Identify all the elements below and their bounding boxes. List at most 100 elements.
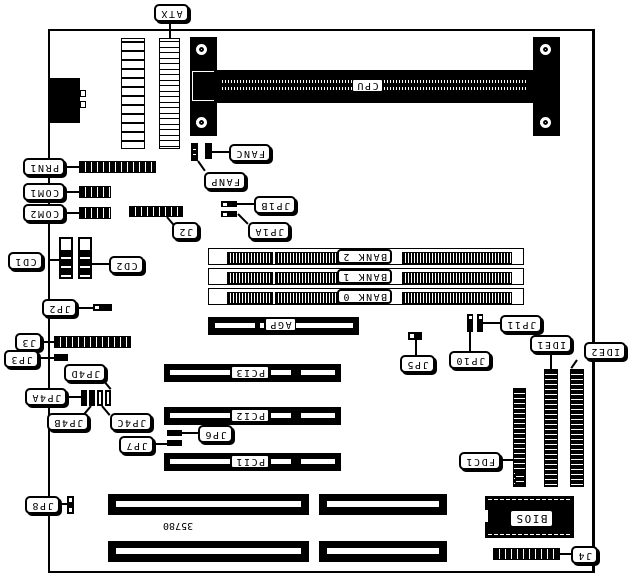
jp7-label: JP7 <box>119 436 154 454</box>
com1-label-text: COM1 <box>29 187 60 198</box>
jp11-label-text: JP11 <box>506 319 537 330</box>
jp7-jumper <box>167 440 182 446</box>
j4-header <box>493 548 560 560</box>
jp2-label-text: JP2 <box>48 303 71 314</box>
fdc1-label-text: FDC1 <box>465 456 496 467</box>
jp4a-label-text: JP4A <box>31 392 62 403</box>
cpu-screw-icon <box>540 117 551 128</box>
isa-slot <box>319 541 447 562</box>
bank1-label-text: BANK 1 <box>342 271 388 282</box>
cpu-screw-icon <box>196 117 207 128</box>
jp1a-leader <box>237 213 249 225</box>
cd2-leader <box>92 263 110 265</box>
agp-label: AGP <box>265 318 296 331</box>
jp5-leader <box>415 340 417 356</box>
jp4a-jumper <box>81 390 87 406</box>
fanp-label-text: FANP <box>210 176 241 187</box>
pci3-label: PCI3 <box>231 366 270 379</box>
prn1-leader <box>64 166 80 168</box>
jp4d-leader <box>102 379 112 390</box>
cpu-label-text: CPU <box>356 80 379 91</box>
jp1b-jumper <box>221 201 237 207</box>
jp2-label: JP2 <box>42 299 77 317</box>
jp4d-label: JP4D <box>64 364 107 382</box>
jp4b-jumper <box>89 390 95 406</box>
bios-chip-pins-bottom <box>488 534 571 535</box>
jp8-label: JP8 <box>25 496 60 514</box>
prn1-label: PRN1 <box>23 158 66 176</box>
cd2-connector <box>78 237 92 279</box>
bank1-label: BANK 1 <box>337 269 393 284</box>
cpu-screw-icon <box>540 44 551 55</box>
jp10-leader <box>469 332 471 352</box>
jp4a-leader <box>62 396 82 398</box>
isa-slot <box>108 494 309 515</box>
jp10-label: JP10 <box>449 351 492 369</box>
ide2-leader <box>570 359 578 369</box>
isa-slot <box>319 494 447 515</box>
cpu-screw-icon <box>196 44 207 55</box>
com1-label: COM1 <box>23 183 66 201</box>
jp4d-label-text: JP4D <box>70 368 101 379</box>
board-outline-top <box>48 29 294 31</box>
bios-chip-pins-top <box>488 499 571 500</box>
keyboard-connector <box>50 78 80 123</box>
cd1-leader <box>48 259 60 261</box>
jp6-label: JP6 <box>198 425 233 443</box>
ide2-label-text: IDE2 <box>590 346 621 357</box>
fanp-leader <box>197 160 206 172</box>
ide1-leader <box>550 355 552 370</box>
bios-label: BIOS <box>511 511 552 526</box>
board-outline-top-right <box>190 29 594 31</box>
j3-label: J3 <box>15 333 43 351</box>
prn1-label-text: PRN1 <box>29 162 60 173</box>
header-small <box>515 471 525 486</box>
bank0-label-text: BANK 0 <box>342 291 388 302</box>
pci2-label-text: PCI2 <box>235 410 266 421</box>
jp1b-label-text: JP1B <box>260 200 291 211</box>
pci3-label-text: PCI3 <box>235 367 266 378</box>
com1-header <box>79 186 111 198</box>
com2-label: COM2 <box>23 204 66 222</box>
fanc-label-text: FANC <box>235 148 266 159</box>
ide1-label: IDE1 <box>530 335 573 353</box>
ide2-header <box>570 369 584 487</box>
jp1b-label: JP1B <box>254 196 297 214</box>
jp8-leader <box>55 503 68 505</box>
jp10-jumper <box>467 314 473 332</box>
atx-label: ATX <box>154 4 189 22</box>
bank2-label: BANK 2 <box>337 249 393 264</box>
jp1a-label-text: JP1A <box>254 226 285 237</box>
jp6-leader <box>182 432 200 434</box>
jp6-label-text: JP6 <box>204 429 227 440</box>
bank2-label-text: BANK 2 <box>342 251 388 262</box>
pci1-label: PCI1 <box>231 455 270 468</box>
jp3-label-text: JP3 <box>10 354 33 365</box>
pci1-label-text: PCI1 <box>235 456 266 467</box>
fdc1-label: FDC1 <box>459 452 502 470</box>
jp5-jumper <box>408 332 422 340</box>
fdc1-header <box>513 388 526 487</box>
pci2-label: PCI2 <box>231 409 270 422</box>
board-code: 35780 <box>163 520 193 531</box>
fanc-leader <box>212 151 230 153</box>
jp11-leader <box>483 322 503 324</box>
jp7-leader <box>155 443 168 445</box>
jp2-jumper <box>93 304 112 311</box>
cd1-label: CD1 <box>8 252 43 270</box>
j3-leader <box>38 341 55 343</box>
ide2-label: IDE2 <box>584 342 627 360</box>
keyboard-connector-pin <box>80 90 86 97</box>
ide1-header <box>544 369 558 487</box>
isa-slot <box>108 541 309 562</box>
jp3-jumper <box>54 354 68 361</box>
cpu-key-left <box>192 71 214 101</box>
j4-label: J4 <box>571 546 599 564</box>
jp3-leader <box>40 357 55 359</box>
board-outline-bottom <box>48 571 595 573</box>
jp2-leader <box>78 307 94 309</box>
jp4b-label-text: JP4B <box>53 417 84 428</box>
jp7-label-text: JP7 <box>125 440 148 451</box>
jp4c-leader <box>101 405 111 416</box>
